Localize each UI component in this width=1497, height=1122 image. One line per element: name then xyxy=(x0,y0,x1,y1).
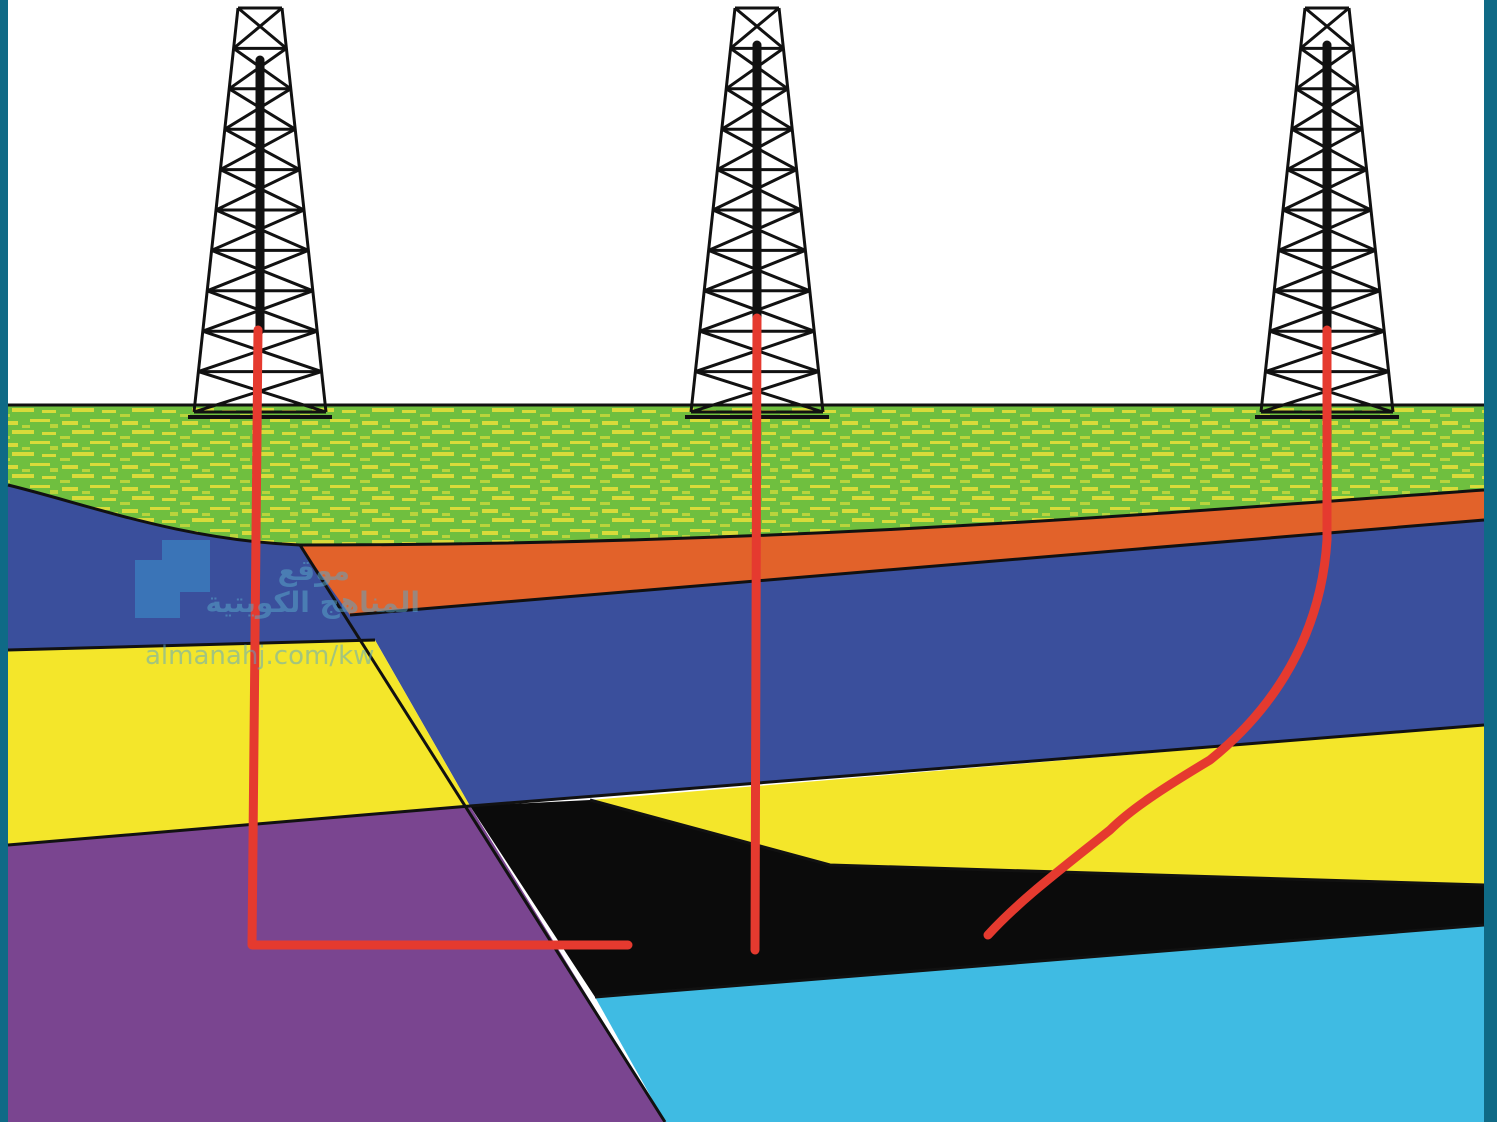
watermark-arabic: المناهج الكويتية xyxy=(206,586,420,619)
frame-left xyxy=(0,0,8,1122)
watermark-logo: موقع المناهج الكويتية almanahj.com/kw xyxy=(135,540,420,671)
frame-right xyxy=(1484,0,1497,1122)
surface-soil xyxy=(8,405,1484,545)
oil-reservoir xyxy=(470,800,1484,997)
layer-purple xyxy=(8,806,665,1122)
pipe-right-directional xyxy=(983,325,1332,940)
pipe-middle-vertical xyxy=(750,313,762,955)
watermark-url: almanahj.com/kw xyxy=(145,641,374,671)
layer-yellow-right xyxy=(590,725,1484,885)
layer-boundaries xyxy=(7,403,1485,1122)
layer-orange xyxy=(300,490,1484,615)
pipe-left-horizontal xyxy=(247,325,633,950)
drill-pipes xyxy=(247,40,1332,955)
watermark-shape-2 xyxy=(162,540,210,592)
watermark-arabic-top: موقع xyxy=(278,554,350,587)
layer-yellow-left xyxy=(8,640,470,845)
layer-cyan xyxy=(595,925,1484,1122)
